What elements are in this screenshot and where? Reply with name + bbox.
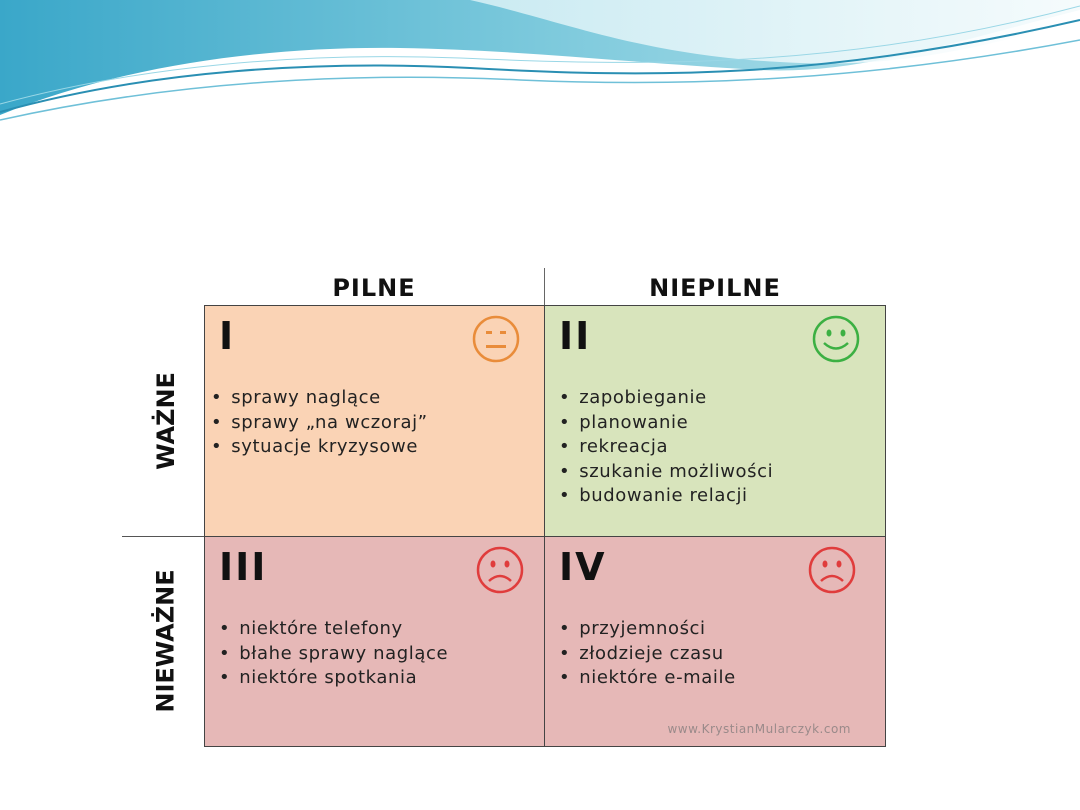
list-item: przyjemności xyxy=(559,617,736,642)
list-item: sytuacje kryzysowe xyxy=(211,435,428,460)
quadrant-1-items: sprawy naglące sprawy „na wczoraj” sytua… xyxy=(211,386,428,460)
eisenhower-matrix: PILNE NIEPILNE WAŻNE NIEWAŻNE I sprawy n… xyxy=(112,262,904,750)
list-item: rekreacja xyxy=(559,435,773,460)
list-item: planowanie xyxy=(559,411,773,436)
quadrant-3-numeral: III xyxy=(219,545,268,589)
quadrant-2-numeral: II xyxy=(559,314,592,358)
list-item: zapobieganie xyxy=(559,386,773,411)
list-item: szukanie możliwości xyxy=(559,460,773,485)
quadrant-2-items: zapobieganie planowanie rekreacja szukan… xyxy=(559,386,773,509)
sad-face-icon xyxy=(476,546,524,594)
row-header-not-important: NIEWAŻNE xyxy=(136,536,196,746)
happy-face-icon xyxy=(812,315,860,363)
quadrant-3-items: niektóre telefony błahe sprawy naglące n… xyxy=(219,617,448,691)
column-header-not-urgent: NIEPILNE xyxy=(649,274,781,302)
quadrant-4-items: przyjemności złodzieje czasu niektóre e-… xyxy=(559,617,736,691)
row-header-important-label: WAŻNE xyxy=(152,372,181,470)
row-header-not-important-label: NIEWAŻNE xyxy=(152,569,181,713)
row-header-important: WAŻNE xyxy=(136,306,196,536)
quadrant-4-numeral: IV xyxy=(559,545,607,589)
row-divider xyxy=(122,536,204,537)
quadrant-2: II zapobieganie planowanie rekreacja szu… xyxy=(544,305,886,537)
decorative-wave-banner xyxy=(0,0,1080,121)
neutral-face-icon xyxy=(472,315,520,363)
quadrant-4: IV przyjemności złodzieje czasu niektóre… xyxy=(544,536,886,747)
header-divider xyxy=(544,268,545,306)
list-item: sprawy naglące xyxy=(211,386,428,411)
sad-face-icon xyxy=(808,546,856,594)
quadrant-1-numeral: I xyxy=(219,314,236,358)
list-item: niektóre spotkania xyxy=(219,666,448,691)
list-item: niektóre e-maile xyxy=(559,666,736,691)
quadrant-3: III niektóre telefony błahe sprawy naglą… xyxy=(204,536,545,747)
list-item: sprawy „na wczoraj” xyxy=(211,411,428,436)
list-item: niektóre telefony xyxy=(219,617,448,642)
list-item: błahe sprawy naglące xyxy=(219,642,448,667)
list-item: budowanie relacji xyxy=(559,484,773,509)
watermark: www.KrystianMularczyk.com xyxy=(667,722,851,736)
list-item: złodzieje czasu xyxy=(559,642,736,667)
column-header-urgent: PILNE xyxy=(332,274,416,302)
quadrant-1: I sprawy naglące sprawy „na wczoraj” syt… xyxy=(204,305,545,537)
